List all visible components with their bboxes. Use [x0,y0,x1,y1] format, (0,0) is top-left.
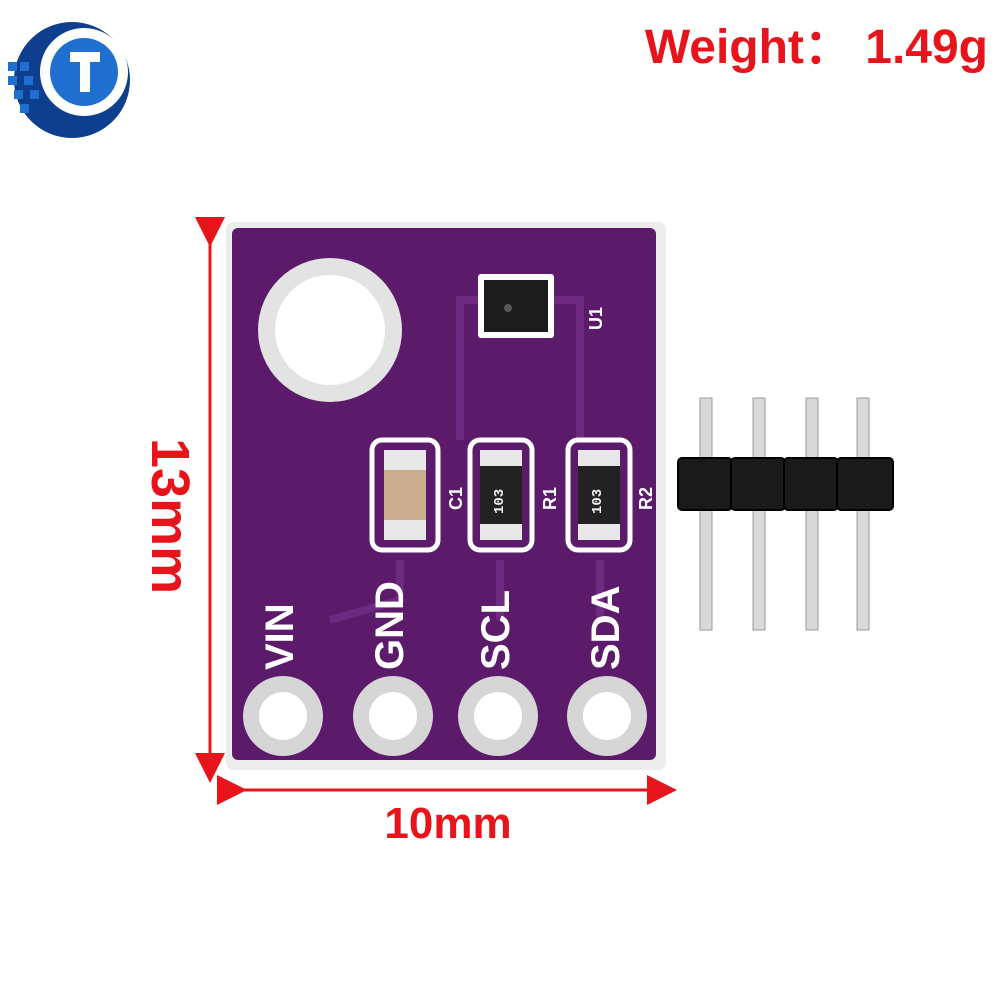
width-dimension-label: 10mm [384,799,512,848]
silk-r1: R1 [540,486,560,510]
silk-c1: C1 [446,486,466,510]
silk-u1: U1 [586,306,606,330]
silk-r2: R2 [636,486,656,510]
pin-label-scl: SCL [474,590,518,670]
resistor-code-1: 103 [492,488,508,514]
pin-label-gnd: GND [368,581,412,670]
resistor-code-2: 103 [590,488,606,514]
height-dimension-wrapper: 13mm [140,438,200,595]
pin-label-sda: SDA [584,585,628,670]
brand-logo-icon [8,22,130,138]
pcb-board [226,222,666,770]
weight-label: Weight： 1.49g [644,21,988,74]
pin-label-vin: VIN [258,603,302,670]
height-dimension-label: 13mm [140,438,200,595]
pin-header [677,397,894,631]
